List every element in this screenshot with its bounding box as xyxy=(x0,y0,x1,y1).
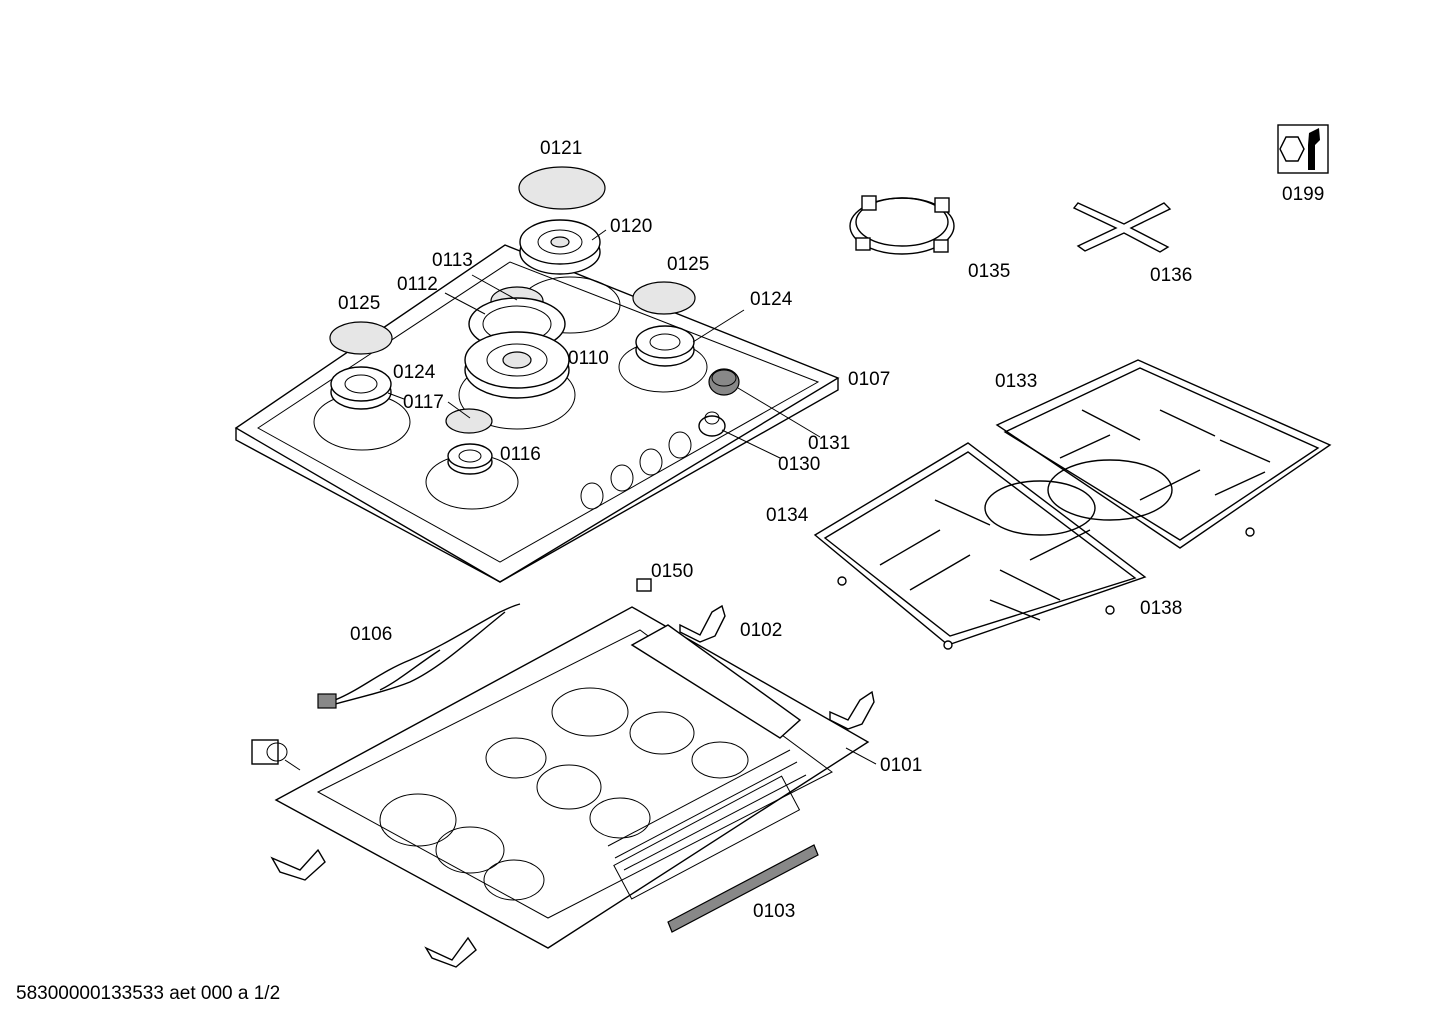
burner-head-small xyxy=(447,443,493,475)
control-knob xyxy=(708,368,740,396)
label-0113: 0113 xyxy=(432,250,473,271)
base-tray xyxy=(274,606,870,949)
burner-cap-small xyxy=(445,408,493,434)
simmer-plate-support xyxy=(1072,202,1172,253)
fixing-clip-right xyxy=(829,690,875,730)
label-0130: 0130 xyxy=(778,454,820,475)
ignition-switch xyxy=(251,739,301,771)
wok-ring-support xyxy=(849,195,955,255)
label-0135: 0135 xyxy=(968,261,1010,282)
power-cable xyxy=(317,603,521,709)
wrench-nut-icon xyxy=(1277,124,1329,174)
label-0103: 0103 xyxy=(753,901,795,922)
pan-support-grate-left xyxy=(813,442,1147,646)
label-0121: 0121 xyxy=(540,138,582,159)
label-0120: 0120 xyxy=(610,216,652,237)
burner-head-right xyxy=(635,325,695,367)
label-0124-right: 0124 xyxy=(750,289,793,310)
part-labels: 0121 0120 0113 0112 0125 0125 0124 0124 … xyxy=(338,138,1324,922)
label-0124-left: 0124 xyxy=(393,362,436,383)
wok-burner xyxy=(464,297,570,399)
burner-cap-large xyxy=(518,166,606,210)
grate-feet xyxy=(837,527,1255,650)
label-0110: 0110 xyxy=(568,348,609,369)
pan-support-grate-right xyxy=(995,359,1332,549)
burner-head-left xyxy=(330,366,392,410)
small-bracket xyxy=(636,578,652,592)
label-0150: 0150 xyxy=(651,561,693,582)
label-0125-left: 0125 xyxy=(338,293,380,314)
fixing-clip-top xyxy=(679,604,726,643)
label-0101: 0101 xyxy=(880,755,922,776)
label-0116: 0116 xyxy=(500,444,541,465)
label-0134: 0134 xyxy=(766,505,809,526)
label-0199: 0199 xyxy=(1282,184,1324,205)
burner-head-large xyxy=(519,219,601,275)
label-0133: 0133 xyxy=(995,371,1037,392)
label-0106: 0106 xyxy=(350,624,392,645)
label-0107: 0107 xyxy=(848,369,890,390)
document-reference: 58300000133533 aet 000 a 1/2 xyxy=(16,983,280,1004)
burner-cap-left xyxy=(329,321,393,355)
knob-seal xyxy=(698,411,726,437)
label-0112: 0112 xyxy=(397,274,438,295)
fixing-clip-left-front xyxy=(270,848,326,881)
label-0117: 0117 xyxy=(403,392,444,413)
base-leader xyxy=(845,747,877,765)
leader-lines-top xyxy=(387,229,821,459)
seal-strip xyxy=(667,844,819,933)
label-0102: 0102 xyxy=(740,620,782,641)
fixing-clip-left-back xyxy=(424,936,477,968)
label-0131: 0131 xyxy=(808,433,850,454)
label-0138: 0138 xyxy=(1140,598,1182,619)
burner-cap-right xyxy=(632,281,696,315)
label-0136: 0136 xyxy=(1150,265,1192,286)
label-0125-right: 0125 xyxy=(667,254,709,275)
